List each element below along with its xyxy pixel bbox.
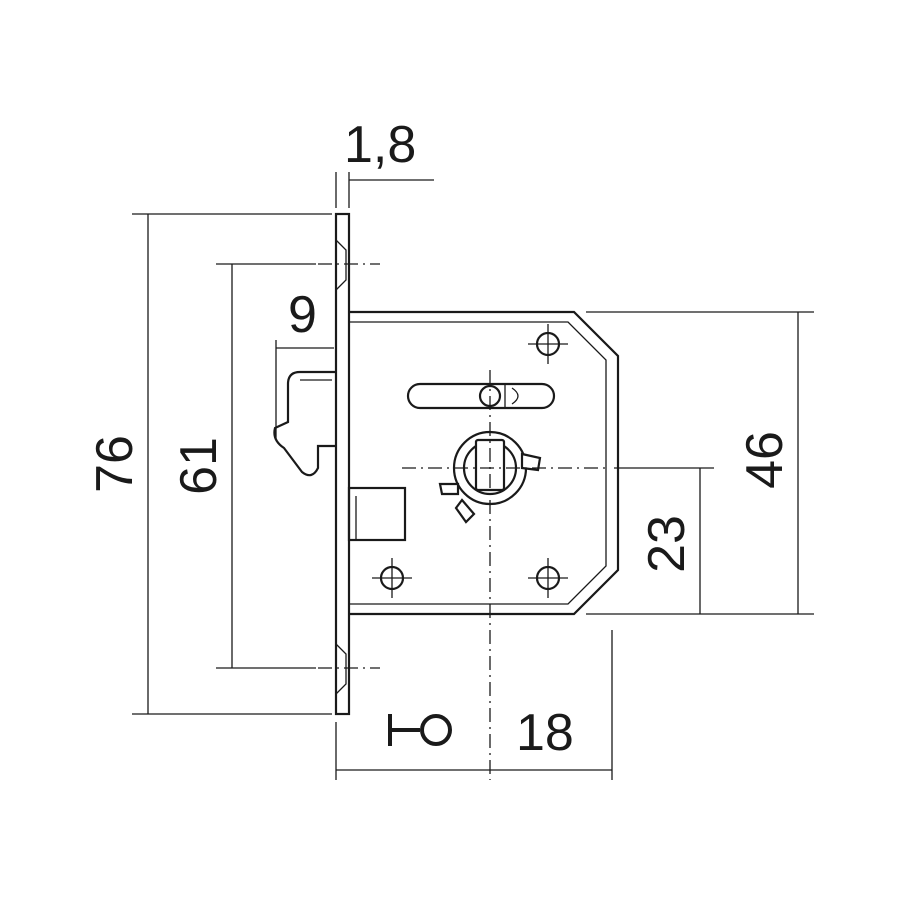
- dimension-label-18: 18: [516, 704, 574, 762]
- dimension-label-9: 9: [288, 286, 317, 344]
- dimension-faceplate-thickness: 1,8: [335, 116, 434, 208]
- dimension-label-23: 23: [638, 515, 696, 573]
- dimension-case-height: 46: [586, 311, 814, 615]
- dimension-faceplate-height: 76: [86, 213, 332, 715]
- latch-bolt: [273, 370, 336, 477]
- screw-hole-bottom-left: [372, 558, 412, 598]
- dimension-latch-offset: 9: [275, 286, 334, 440]
- faceplate: [334, 212, 351, 716]
- slot: [406, 382, 556, 410]
- key-symbol-icon: [388, 714, 452, 746]
- dead-bolt: [347, 486, 407, 542]
- dimension-spindle-height: 23: [614, 467, 714, 614]
- lock-case: [349, 310, 620, 616]
- dimension-label-1-8: 1,8: [344, 116, 416, 174]
- screw-hole-top-right: [528, 324, 568, 364]
- screw-hole-bottom-right: [528, 558, 568, 598]
- dimension-label-76: 76: [86, 435, 144, 493]
- dimension-label-61: 61: [170, 437, 228, 495]
- dimension-backset: 18: [335, 630, 613, 780]
- dimension-label-46: 46: [736, 431, 794, 489]
- dimension-screw-spacing: 61: [170, 263, 316, 669]
- centre-lines: [318, 263, 610, 780]
